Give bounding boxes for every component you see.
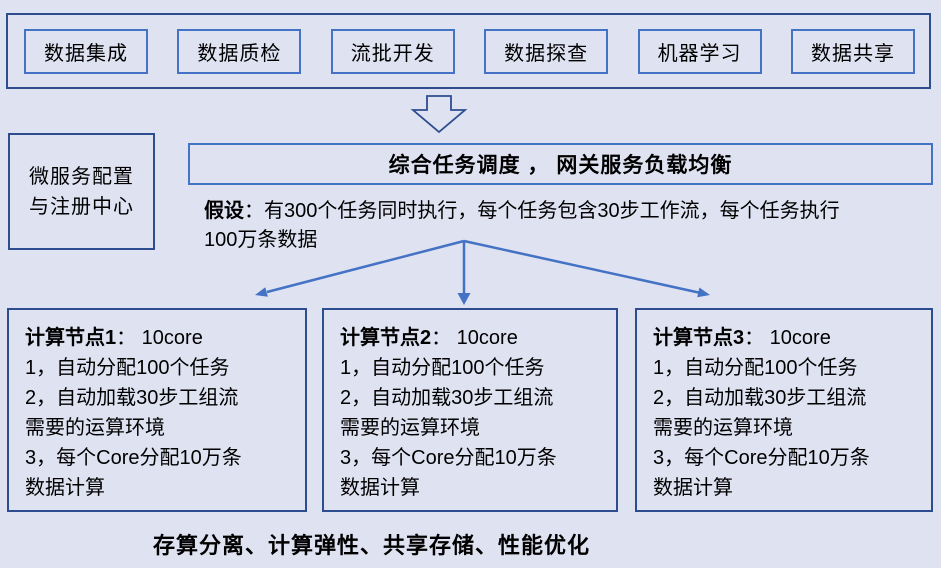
compute-node-2-spec: ： 10core: [431, 327, 518, 349]
compute-node-2-name: 计算节点2: [340, 327, 432, 349]
compute-node-1-line: 1，自动分配100个任务: [25, 357, 230, 379]
compute-node-2-line: 2，自动加载30步工组流: [340, 387, 554, 409]
assumption-line1: 假设：有300个任务同时执行，每个任务包含30步工作流，每个任务执行: [204, 200, 840, 222]
assumption-prefix: 假设: [204, 200, 244, 222]
microservice-registry-box: 微服务配置 与注册中心: [8, 133, 155, 250]
compute-node-3-line: 2，自动加载30步工组流: [653, 387, 867, 409]
platform-modules-container: 数据集成 数据质检 流批开发 数据探查 机器学习 数据共享: [6, 13, 931, 89]
branch-arrow-right-head: [697, 287, 710, 298]
module-label: 数据探查: [504, 42, 589, 65]
compute-node-3-line: 3，每个Core分配10万条: [653, 447, 870, 469]
compute-node-3-title: 计算节点3： 10core: [653, 323, 921, 353]
compute-node-3-box: 计算节点3： 10core 1，自动分配100个任务 2，自动加载30步工组流 …: [635, 308, 933, 512]
branch-arrow-center-head: [457, 293, 471, 305]
compute-node-1-line: 数据计算: [25, 477, 105, 499]
module-data-exploration: 数据探查: [484, 28, 609, 74]
compute-node-1-name: 计算节点1: [25, 327, 117, 349]
branch-arrows-icon: [255, 239, 710, 305]
assumption-line1-text: ：有300个任务同时执行，每个任务包含30步工作流，每个任务执行: [244, 200, 840, 222]
down-block-arrow-icon: [410, 95, 468, 134]
compute-node-3-line: 1，自动分配100个任务: [653, 357, 858, 379]
module-label: 机器学习: [657, 42, 742, 65]
assumption-line2: 100万条数据: [204, 229, 318, 251]
down-block-arrow-shape: [410, 95, 468, 134]
branch-arrow-left-head: [255, 287, 268, 297]
assumption-paragraph: 假设：有300个任务同时执行，每个任务包含30步工作流，每个任务执行 100万条…: [204, 197, 940, 255]
compute-node-3-line: 需要的运算环境: [653, 417, 793, 439]
module-label: 数据集成: [44, 42, 128, 65]
compute-node-3-line: 数据计算: [653, 477, 733, 499]
module-data-quality-check: 数据质检: [177, 28, 302, 74]
compute-node-3-name: 计算节点3: [653, 327, 745, 349]
microservice-registry-line1: 微服务配置: [29, 165, 134, 188]
branch-arrow-left-line: [266, 239, 465, 294]
module-label: 数据共享: [810, 42, 895, 65]
compute-node-2-title: 计算节点2： 10core: [340, 323, 606, 353]
compute-node-1-spec: ： 10core: [116, 327, 203, 349]
compute-node-1-line: 需要的运算环境: [25, 417, 165, 439]
scheduler-gateway-box: 综合任务调度 ， 网关服务负载均衡: [188, 143, 933, 185]
footer-summary: 存算分离、计算弹性、共享存储、性能优化: [153, 533, 591, 558]
module-label: 流批开发: [350, 42, 435, 65]
compute-node-2-line: 需要的运算环境: [340, 417, 480, 439]
branch-arrow-right-line: [463, 239, 700, 294]
compute-node-2-line: 数据计算: [340, 477, 420, 499]
module-data-sharing: 数据共享: [790, 28, 915, 74]
scheduler-gateway-title: 综合任务调度 ， 网关服务负载均衡: [388, 154, 733, 177]
compute-node-1-line: 2，自动加载30步工组流: [25, 387, 239, 409]
module-label: 数据质检: [197, 42, 282, 65]
microservice-registry-line2: 与注册中心: [29, 195, 134, 218]
compute-node-2-line: 3，每个Core分配10万条: [340, 447, 557, 469]
compute-node-2-box: 计算节点2： 10core 1，自动分配100个任务 2，自动加载30步工组流 …: [322, 308, 618, 512]
compute-node-1-box: 计算节点1： 10core 1，自动分配100个任务 2，自动加载30步工组流 …: [7, 308, 307, 512]
module-data-integration: 数据集成: [24, 28, 148, 74]
module-machine-learning: 机器学习: [637, 28, 762, 74]
compute-node-3-spec: ： 10core: [744, 327, 831, 349]
module-stream-batch-dev: 流批开发: [330, 28, 455, 74]
compute-node-1-title: 计算节点1： 10core: [25, 323, 295, 353]
compute-node-1-line: 3，每个Core分配10万条: [25, 447, 242, 469]
compute-node-2-line: 1，自动分配100个任务: [340, 357, 545, 379]
